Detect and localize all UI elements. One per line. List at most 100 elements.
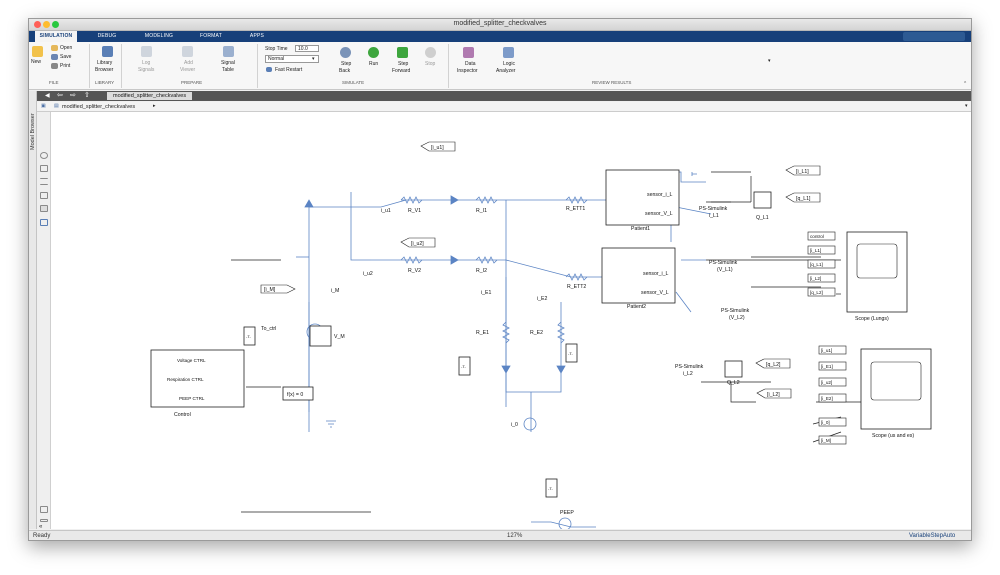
label-rett1: R_ETT1 [566,206,585,212]
logic-analyzer-icon [503,47,514,58]
breadcrumb-model[interactable]: modified_splitter_checkvalves [62,104,136,110]
editor-nav-bar: ◀ ⇦ ⇨ ⇧ modified_splitter_checkvalves [37,91,971,101]
model-browser-label[interactable]: Model Browser [30,113,36,150]
zoom-level[interactable]: 127% [507,533,523,539]
chevron-down-icon: ▾ [312,56,315,62]
simulink-window: modified_splitter_checkvalves SIMULATION… [28,18,972,541]
scope-lungs-input-2: [q_L1] [810,262,823,267]
tab-format[interactable]: FORMAT [200,33,222,39]
stop-button[interactable]: Stop [425,61,436,67]
signal-table-button-line2[interactable]: Table [222,67,234,73]
new-button[interactable]: New [31,59,42,65]
label-t-peep: -T- [548,486,554,491]
run-button[interactable]: Run [369,61,379,67]
data-inspector-button-line1[interactable]: Data [465,61,476,67]
tab-apps[interactable]: APPS [249,33,265,39]
fast-restart-icon [266,67,272,72]
label-vl2: (V_L2) [729,315,745,321]
model-browser-strip[interactable]: Model Browser [29,91,37,529]
goto-iL1 [785,165,821,176]
new-model-icon[interactable] [32,46,43,57]
library-browser-button-line2[interactable]: Browser [95,67,114,73]
logic-analyzer-button-line1[interactable]: Logic [503,61,515,67]
scope-lungs-from-tag [807,273,836,283]
back-arrow-icon[interactable]: ⇦ [57,92,63,99]
model-canvas[interactable]: [i_u1][i_u2][i_M][i_L1][q_L1][q_L2][i_L2… [51,112,971,529]
label-ql2: Q_L2 [727,380,740,386]
goto-qL1 [785,192,821,203]
label-vm: V_M [334,334,345,340]
tab-debug[interactable]: DEBUG [97,33,117,39]
model-icon: ▣ [41,103,46,109]
data-inspector-button-line2[interactable]: Inspector [457,68,478,74]
annotation-icon[interactable] [40,192,48,199]
up-arrow-icon[interactable]: ⇧ [84,92,90,99]
model-data-icon[interactable] [40,519,48,522]
image-icon[interactable] [40,205,48,212]
scope-us-from-tag [818,361,847,371]
ribbon-expand-chevron-icon[interactable]: ▾ [768,58,771,64]
add-viewer-button-line1[interactable]: Add [184,60,193,66]
solver-name[interactable]: VariableStepAuto [909,533,956,539]
screenshot-icon[interactable] [40,506,48,513]
run-icon [368,47,379,58]
signal-table-button-line1[interactable]: Signal [221,60,235,66]
quick-access-toolbar[interactable] [903,32,965,41]
logic-analyzer-button-line2[interactable]: Analyzer [496,68,516,74]
label-t-left: -T- [246,334,252,339]
label-ql1: Q_L1 [756,215,769,221]
minimize-window-button[interactable] [43,21,50,28]
scope-us-screen [870,361,922,401]
log-signals-icon [141,46,152,57]
print-button[interactable]: Print [60,63,71,69]
forward-arrow-icon[interactable]: ⇨ [70,92,76,99]
toolstrip-tab-bar: SIMULATION DEBUG MODELING FORMAT APPS [29,31,971,42]
label-ie2: i_E2 [537,296,547,302]
zoom-icon[interactable] [40,152,48,159]
label-re2: R_E2 [530,330,543,336]
t-block-peep [545,478,558,498]
label-pssim-2: PS-Simulink [709,260,738,266]
model-tab[interactable]: modified_splitter_checkvalves [107,92,193,100]
chevron-down-icon[interactable]: ▾ [965,103,968,109]
scope-us-from-tag [818,435,847,445]
scope-us-input-0: [i_u1] [821,348,832,353]
open-button[interactable]: Open [60,45,73,51]
save-button[interactable]: Save [60,54,72,60]
add-viewer-icon [182,46,193,57]
control-block [150,349,245,408]
label-im: i_M [331,288,339,294]
model-icon: ▤ [54,103,59,109]
zoom-window-button[interactable] [52,21,59,28]
tab-modeling[interactable]: MODELING [144,33,174,39]
label-peep: PEEP [560,510,574,516]
step-forward-button-line2[interactable]: Forward [392,68,411,74]
simulation-mode-value: Normal [268,56,285,62]
scope-lungs-from-tag [807,259,836,269]
log-signals-button-line2[interactable]: Signals [138,67,155,73]
fast-restart-button[interactable]: Fast Restart [275,67,303,73]
tag-iu2: [i_u2] [411,241,424,247]
step-back-button-line2[interactable]: Back [339,68,351,74]
scope-us-from-tag [818,345,847,355]
scope-lungs-from-tag [807,231,836,241]
stop-time-input[interactable] [295,45,319,52]
log-signals-button-line1[interactable]: Log [142,60,151,66]
area-icon[interactable] [40,219,48,226]
step-back-button-line1[interactable]: Step [341,61,352,67]
label-i0: i_0 [511,422,518,428]
arrow-line-icon[interactable] [40,178,48,185]
open-folder-icon [51,45,58,51]
tab-simulation[interactable]: SIMULATION [35,31,77,42]
collapse-palette-icon[interactable]: « [39,524,43,530]
tag-iM: [i_M] [264,287,276,293]
add-viewer-button-line2[interactable]: Viewer [180,67,196,73]
close-window-button[interactable] [34,21,41,28]
hide-browser-icon[interactable]: ◀ [45,93,50,99]
title-bar: modified_splitter_checkvalves [29,19,971,31]
fit-view-icon[interactable] [40,165,48,172]
collapse-ribbon-icon[interactable]: ⌃ [963,81,968,87]
simulation-mode-dropdown[interactable] [265,55,319,63]
library-browser-button-line1[interactable]: Library [97,60,113,66]
step-forward-button-line1[interactable]: Step [398,61,409,67]
